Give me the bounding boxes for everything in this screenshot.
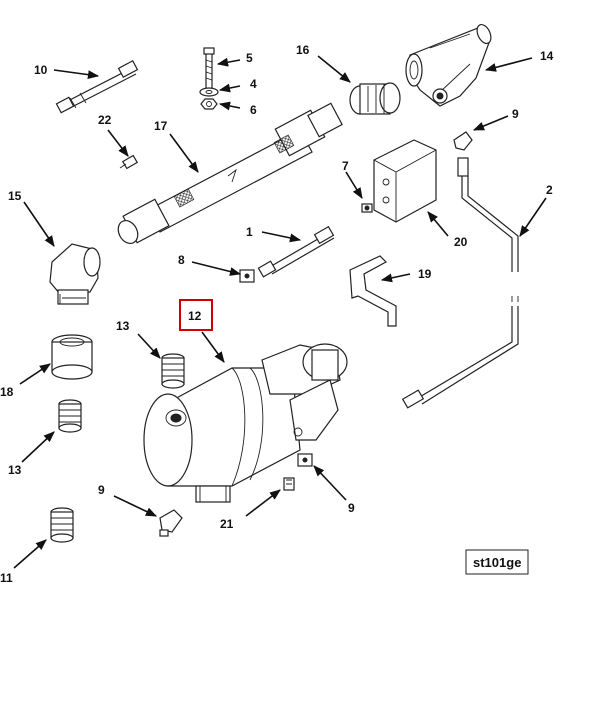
part-15-elbow [49,243,101,305]
leader-arrows [13,55,547,569]
part-10-hose [55,60,139,114]
part-2-tube [401,157,519,409]
callout-12: 12 [188,309,202,323]
part-13-plug-left [58,399,82,433]
part-12-starter-motor [143,343,348,503]
part-16-fitting [349,82,401,115]
part-21-bolt [283,477,295,491]
highlight-box [179,299,213,331]
part-13-plug-center [161,353,185,389]
callout-16: 16 [296,43,310,57]
callout-15: 15 [8,189,22,203]
drawing-code-box: st101ge [465,549,529,575]
part-14-intake-elbow [405,23,492,107]
callout-9-top: 9 [512,107,519,121]
part-9-fitting-center [297,453,313,467]
callout-21: 21 [220,517,234,531]
callout-2: 2 [546,183,553,197]
callout-7: 7 [342,159,349,173]
callout-6: 6 [250,103,257,117]
part-9-fitting-top-right [453,131,473,151]
part-8-fitting [239,269,255,283]
callout-4: 4 [250,77,257,91]
part-20-block [373,139,437,223]
callout-9-bottom: 9 [98,483,105,497]
callout-12-highlight[interactable]: 12 [179,299,213,331]
part-7-fitting [361,203,373,213]
callout-14: 14 [540,49,554,63]
part-5-stud [203,47,215,93]
callout-13-center: 13 [116,319,130,333]
part-1-line [257,225,335,278]
part-18-coupling [51,334,93,380]
callout-5: 5 [246,51,253,65]
part-22-fitting [119,154,139,170]
callout-18: 18 [0,385,14,399]
callout-20: 20 [454,235,468,249]
part-6-nut [200,98,218,110]
callout-19: 19 [418,267,432,281]
callout-9-center: 9 [348,501,355,515]
part-9-fitting-bottom [159,509,183,537]
callout-8: 8 [178,253,185,267]
part-4-washer [199,87,219,97]
callout-17: 17 [154,119,168,133]
callout-1: 1 [246,225,253,239]
callout-13-left: 13 [8,463,22,477]
part-11-plug [50,507,74,543]
callout-22: 22 [98,113,112,127]
part-17-hose [117,102,343,245]
part-19-bracket [349,255,397,327]
callout-labels: 10 5 4 6 16 14 22 17 9 15 7 2 1 20 8 19 … [0,43,554,585]
callout-10: 10 [34,63,48,77]
drawing-code: st101ge [473,555,521,570]
callout-11: 11 [0,571,13,585]
